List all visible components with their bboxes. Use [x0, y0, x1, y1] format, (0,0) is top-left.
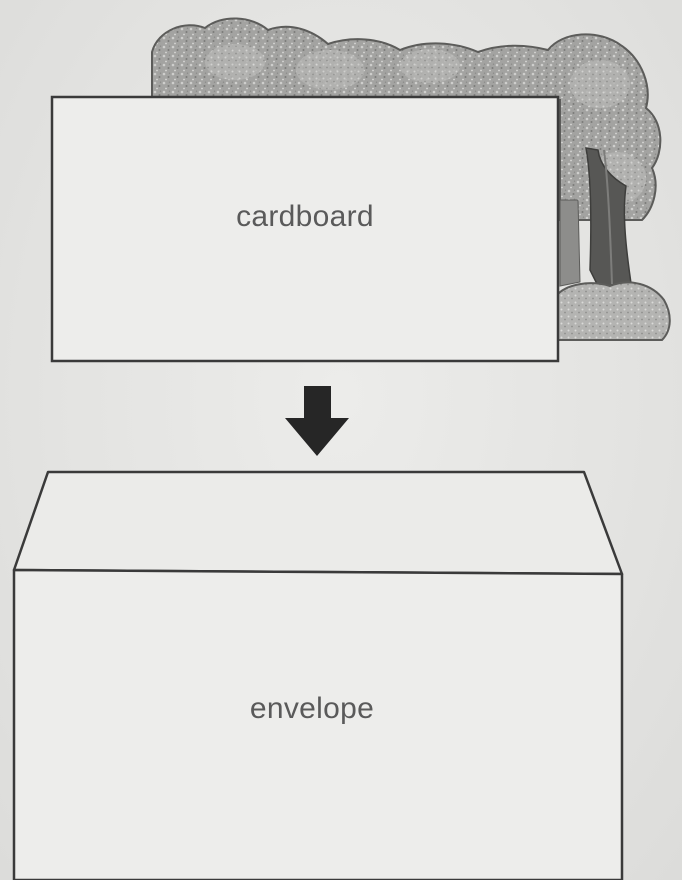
- envelope-shape: [14, 472, 622, 880]
- arrow-down-icon: [285, 386, 349, 456]
- envelope-flap: [14, 472, 622, 574]
- cardboard-label: cardboard: [236, 200, 374, 234]
- envelope-label: envelope: [250, 692, 374, 726]
